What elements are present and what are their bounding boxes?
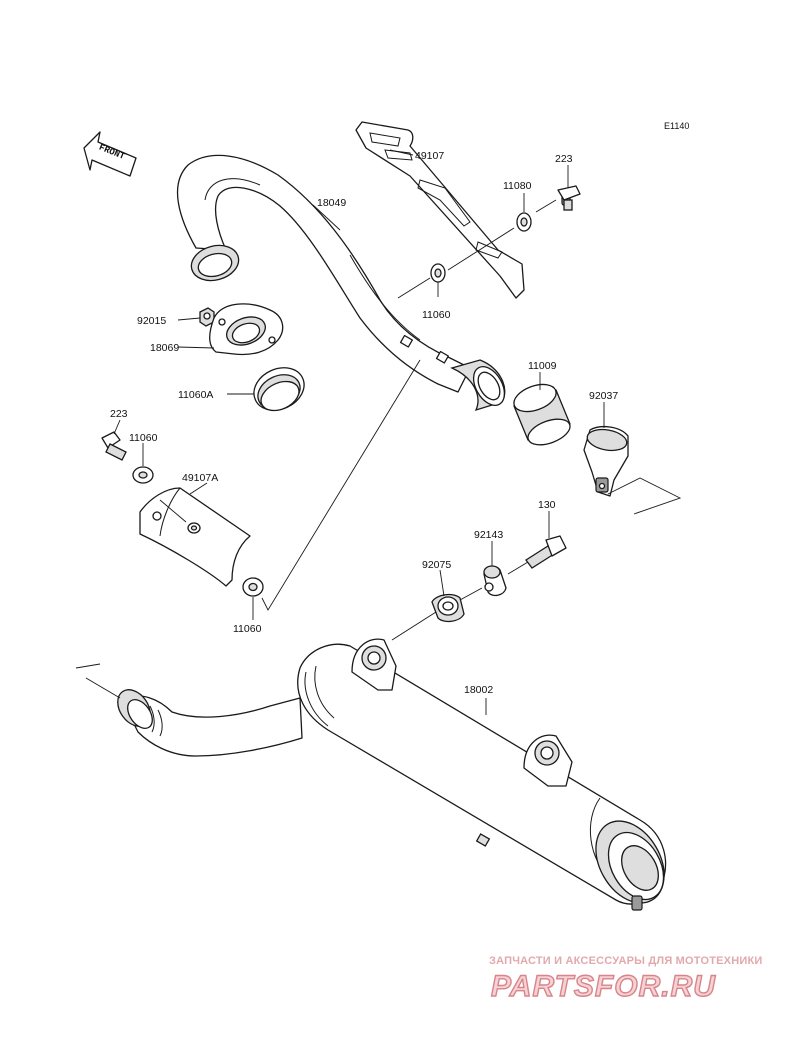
label-223-left: 223 xyxy=(110,408,128,420)
label-18069: 18069 xyxy=(150,342,179,354)
watermark: ЗАПЧАСТИ И АКСЕССУАРЫ ДЛЯ МОТОТЕХНИКИ PA… xyxy=(489,955,762,1004)
clamp-92037[interactable] xyxy=(583,425,629,497)
bolt-223-left[interactable] xyxy=(101,431,127,461)
watermark-caption: ЗАПЧАСТИ И АКСЕССУАРЫ ДЛЯ МОТОТЕХНИКИ xyxy=(489,955,762,967)
leader-lines xyxy=(75,149,682,715)
part-labels: 49107 223 11080 18049 11060 92015 18069 … xyxy=(110,150,618,696)
gasket-11009[interactable] xyxy=(510,379,573,450)
gasket-11060a[interactable] xyxy=(247,360,311,418)
grommet-92075[interactable] xyxy=(431,593,465,623)
label-92015: 92015 xyxy=(137,315,166,327)
label-92037: 92037 xyxy=(589,390,618,402)
washer-11080[interactable] xyxy=(516,212,532,232)
label-18049: 18049 xyxy=(317,197,346,209)
collar-92143[interactable] xyxy=(483,565,507,597)
front-arrow-icon: FRONT xyxy=(83,131,137,177)
heat-guard-49107[interactable] xyxy=(355,121,525,299)
washer-11060-left[interactable] xyxy=(132,466,154,484)
watermark-logo: PARTSFOR.RU xyxy=(491,970,716,1003)
label-11060a: 11060A xyxy=(178,389,213,401)
label-11060-left: 11060 xyxy=(129,432,158,444)
header-pipe-18049[interactable] xyxy=(176,154,511,412)
washer-11060-bottom[interactable] xyxy=(242,577,264,597)
washer-11060-top[interactable] xyxy=(430,263,446,283)
bolt-130[interactable] xyxy=(525,535,567,569)
label-11080: 11080 xyxy=(503,180,532,192)
heat-guard-49107a[interactable] xyxy=(139,487,251,587)
label-11060-bottom: 11060 xyxy=(233,623,262,635)
label-18002: 18002 xyxy=(464,684,493,696)
label-130: 130 xyxy=(538,499,556,511)
label-49107a: 49107A xyxy=(182,472,218,484)
label-223-top: 223 xyxy=(555,153,573,165)
diagram-code: E1140 xyxy=(664,121,689,131)
label-92075: 92075 xyxy=(422,559,451,571)
muffler-18002[interactable] xyxy=(111,638,678,915)
label-11060-top: 11060 xyxy=(422,309,451,321)
bolt-223-top[interactable] xyxy=(557,185,581,211)
flange-18069[interactable] xyxy=(209,303,284,356)
label-11009: 11009 xyxy=(528,360,557,372)
label-92143: 92143 xyxy=(474,529,503,541)
label-49107: 49107 xyxy=(415,150,444,162)
